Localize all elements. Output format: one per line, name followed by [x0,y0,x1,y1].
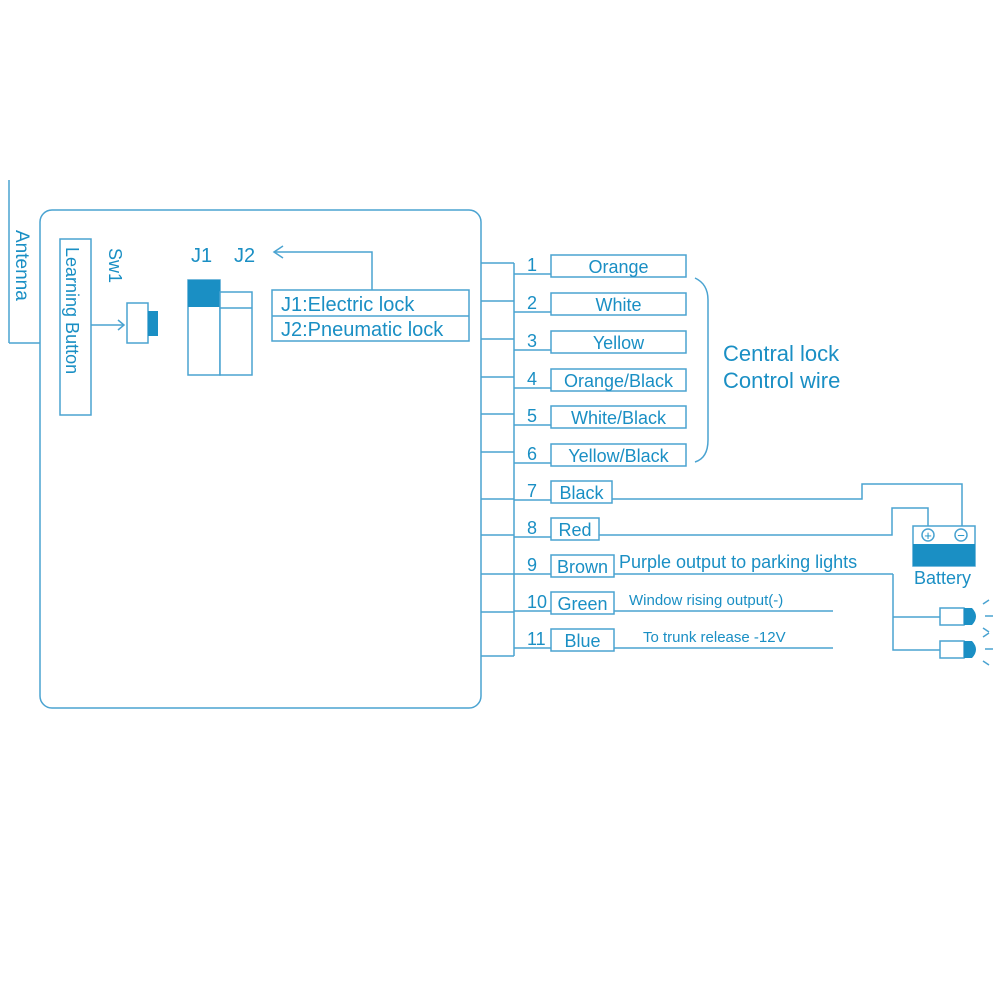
wire-color-box [550,405,687,429]
wire-color-label: Orange/Black [564,371,674,391]
wire-number: 5 [527,406,537,426]
battery-positive-lead [599,507,929,536]
j1-note: J1:Electric lock [281,294,415,316]
wire-color-box [550,517,600,541]
wire-color-label: Red [558,520,591,540]
wire-color-label: Brown [557,557,608,577]
jumper-note-arrow [272,245,284,259]
wire-color-box [550,443,687,467]
wire-description: Window rising output(-) [629,592,783,609]
battery-minus-terminal [954,528,968,542]
wire-color-label: Yellow [593,333,645,353]
wire-row-5: 5 White/Black [481,405,687,429]
wire-number: 10 [527,592,547,612]
battery-plus-terminal [921,528,935,542]
wire-number: 7 [527,481,537,501]
wire-color-box [550,292,687,316]
sw1-body [126,302,149,344]
antenna-label: Antenna [11,230,32,301]
wire-number: 6 [527,444,537,464]
battery: + − Battery [599,483,976,588]
jumper-note-box: J1:Electric lock J2:Pneumatic lock [271,289,470,342]
central-lock-label-line2: Control wire [723,368,840,393]
learning-button[interactable]: Learning Button [59,238,92,416]
wire-row-10: 10 Green Window rising output(-) [481,591,833,615]
wire-number: 11 [527,629,546,649]
wire-color-label: Black [559,483,604,503]
bulb-lens [964,641,976,658]
wire-color-box [550,368,687,392]
jumper-note-leader [275,251,373,290]
bulb-lens [964,608,976,625]
wire-color-label: Green [557,594,607,614]
central-lock-bracket [694,277,709,463]
parking-light-bulb-lower [939,632,993,666]
wire-description: To trunk release -12V [643,629,786,646]
battery-plus-sign: + [924,528,932,543]
antenna: Antenna [8,180,40,344]
wire-color-label: Blue [564,631,600,651]
learning-button-label: Learning Button [62,247,82,374]
wire-row-7: 7 Black [481,480,613,504]
wire-color-label: White/Black [571,408,667,428]
j1-label: J1 [191,245,212,267]
wire-color-label: Orange [588,257,648,277]
wire-number: 8 [527,518,537,538]
bulb-socket [939,607,965,626]
j2-slot [219,291,253,376]
control-unit-box [39,209,482,709]
wire-number: 4 [527,369,537,389]
wire-color-box [550,480,613,504]
wire-harness: 1 Orange 2 White 3 Yellow 4 Orange/Black 5 White/… [481,254,893,657]
learning-button-frame [59,238,92,416]
parking-light-feed [892,574,940,651]
wire-number: 9 [527,555,537,575]
wire-row-11: 11 Blue To trunk release -12V [481,628,833,657]
parking-light-bulb-upper [939,599,993,633]
battery-negative-lead [612,483,963,526]
battery-label: Battery [914,568,971,588]
wire-color-box [550,330,687,354]
j2-label: J2 [234,245,255,267]
j2-note: J2:Pneumatic lock [281,319,444,341]
wire-description: Purple output to parking lights [619,552,857,572]
wire-number: 3 [527,331,537,351]
wire-row-2: 2 White [481,292,687,316]
wire-row-4: 4 Orange/Black [481,368,687,392]
jumper-block[interactable] [187,279,253,376]
wire-number: 2 [527,293,537,313]
sw1-label: Sw1 [105,248,125,283]
wire-row-9: 9 Brown Purple output to parking lights [481,552,857,578]
wire-row-1: 1 Orange [481,254,687,278]
battery-minus-sign: − [957,528,965,543]
wire-row-8: 8 Red [481,517,600,541]
sw1-switch[interactable] [126,302,158,344]
parking-lights [892,574,993,666]
wire-row-6: 6 Yellow/Black [481,443,687,467]
wire-color-box [550,554,615,578]
sw1-actuator [148,311,158,336]
bulb-rays [982,599,993,633]
j1-jumper-cap [188,280,220,307]
wire-color-box [550,628,615,652]
battery-fill [913,544,975,566]
central-lock-label-line1: Central lock [723,341,840,366]
wire-number: 1 [527,255,537,275]
wire-color-box [550,591,615,615]
wire-color-box [550,254,687,278]
sw1-arrow [117,319,126,331]
bulb-rays [982,632,993,666]
wire-color-label: Yellow/Black [568,446,669,466]
wire-color-label: White [595,295,641,315]
wire-row-3: 3 Yellow [481,330,687,354]
bulb-socket [939,640,965,659]
